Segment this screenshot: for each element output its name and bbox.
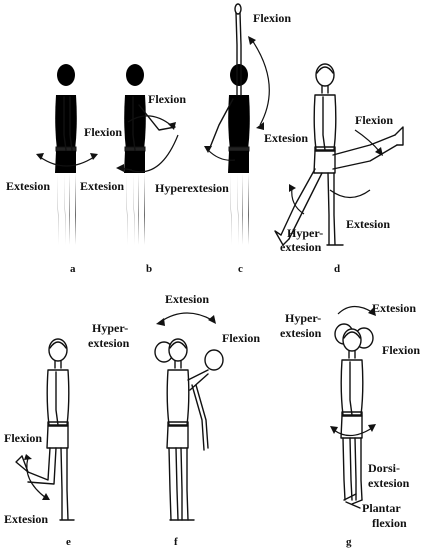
label-f-hyper: Hyper- xyxy=(92,321,128,335)
label-g-flexion: Flexion xyxy=(382,343,420,357)
caption-b: b xyxy=(146,263,152,275)
caption-d: d xyxy=(334,263,340,275)
label-b-flexion-top: Flexion xyxy=(148,92,186,106)
label-f-extension: Extesion xyxy=(165,292,209,306)
label-d-flexion: Flexion xyxy=(355,113,393,127)
caption-e: e xyxy=(66,536,71,548)
figure-e xyxy=(16,339,74,520)
label-g-plantar2: flexion xyxy=(372,516,407,530)
caption-g: g xyxy=(346,536,352,548)
label-d-extension: Extesion xyxy=(346,217,390,231)
caption-f: f xyxy=(174,536,178,548)
label-g-dorsi: Dorsi- xyxy=(368,461,400,475)
label-e-flexion: Flexion xyxy=(4,431,42,445)
label-b-extension: Extesion xyxy=(80,179,124,193)
label-g-plantar: Plantar xyxy=(362,501,401,515)
label-g-hyper2: extesion xyxy=(280,326,322,340)
label-d-hyper: Hyper- xyxy=(287,226,323,240)
figure-a xyxy=(55,64,80,245)
label-g-hyper: Hyper- xyxy=(285,311,321,325)
label-b-flexion-left: Flexion xyxy=(84,125,122,139)
caption-a: a xyxy=(70,263,76,275)
label-g-dorsi2: extesion xyxy=(368,476,410,490)
label-a-extension: Extesion xyxy=(6,179,50,193)
label-c-extension: Extesion xyxy=(264,131,308,145)
label-d-hyper2: extesion xyxy=(280,240,322,254)
label-g-extension: Extesion xyxy=(372,301,416,315)
label-b-hyperextension: Hyperextesion xyxy=(155,181,229,195)
label-f-hyper2: extesion xyxy=(88,336,130,350)
caption-c: c xyxy=(238,263,243,275)
label-c-flexion: Flexion xyxy=(253,11,291,25)
label-e-extension: Extesion xyxy=(4,512,48,526)
label-f-flexion: Flexion xyxy=(222,331,260,345)
arrows-e xyxy=(24,454,50,500)
figure-f xyxy=(155,339,223,520)
arrows-f xyxy=(156,313,216,326)
figure-c xyxy=(209,4,253,245)
